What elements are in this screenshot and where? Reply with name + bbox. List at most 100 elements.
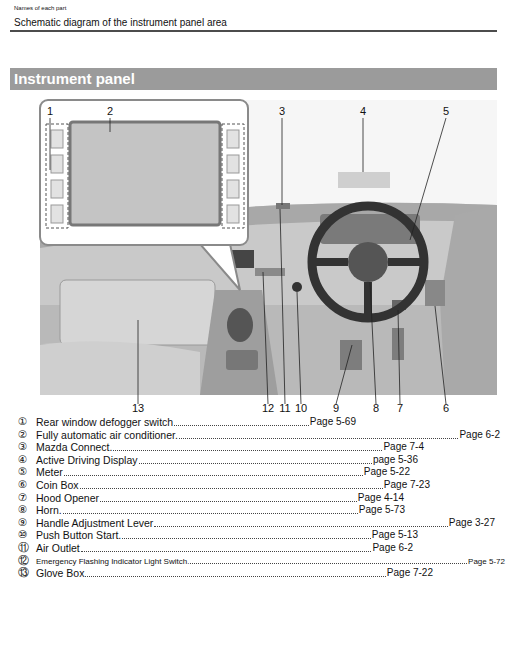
- item-name: Emergency Flashing Indicator Light Switc…: [36, 557, 189, 566]
- dot-leader: [85, 576, 385, 577]
- push-button-start: [292, 282, 302, 292]
- inset-pointer: [200, 244, 240, 290]
- panel-button: [51, 130, 63, 148]
- callout-number: 11: [279, 402, 290, 415]
- callout-number: 2: [107, 105, 113, 118]
- panel-button: [227, 130, 239, 148]
- page-reference: Page 3-27: [449, 517, 495, 529]
- item-number: ⑩: [18, 528, 27, 540]
- callout-number: 4: [360, 105, 366, 118]
- page-reference: Page 5-13: [372, 529, 418, 541]
- dot-leader: [80, 488, 383, 489]
- button-column: [222, 124, 244, 228]
- item-name: Glove Box: [36, 567, 84, 579]
- leader-line: [398, 310, 400, 404]
- button-column: [46, 124, 68, 228]
- item-number: ⑬: [18, 566, 29, 578]
- item-name: Push Button Start.: [36, 529, 121, 541]
- callout-number: 6: [443, 402, 449, 415]
- section-band: Instrument panel: [10, 68, 497, 90]
- item-name: Air Outlet: [36, 542, 80, 554]
- running-header: Names of each part: [14, 5, 66, 12]
- item-number: ⑪: [18, 541, 29, 553]
- interior-background: [40, 100, 497, 395]
- panel-button: [51, 180, 63, 198]
- item-number: ⑧: [18, 503, 27, 515]
- page-heading: Schematic diagram of the instrument pane…: [14, 17, 227, 29]
- callout-number: 3: [279, 105, 285, 118]
- accelerator-pedal: [392, 328, 404, 360]
- steering-spoke: [388, 258, 424, 266]
- glove-box: [60, 280, 215, 345]
- callout-number: 5: [443, 105, 449, 118]
- item-name: Active Driving Display: [36, 454, 138, 466]
- air-outlet: [255, 268, 285, 276]
- callout-number: 1: [47, 105, 53, 118]
- leader-lines: [50, 118, 446, 404]
- leader-line: [370, 282, 376, 404]
- dot-leader: [174, 425, 309, 426]
- leader-line: [410, 118, 446, 240]
- dot-leader: [179, 438, 459, 439]
- item-number: ⑦: [18, 491, 27, 503]
- dot-leader: [139, 463, 372, 464]
- leader-line: [297, 292, 301, 404]
- dot-leader: [113, 450, 382, 451]
- page-reference: Page 7-4: [383, 441, 424, 453]
- item-number: ⑨: [18, 516, 27, 528]
- item-name: Meter: [36, 466, 63, 478]
- inset-frame: [40, 100, 248, 245]
- page-reference: page 5-36: [373, 454, 418, 466]
- page-reference: Page 5-72: [468, 557, 505, 566]
- section-title: Instrument panel: [10, 68, 497, 90]
- item-number: ①: [18, 415, 27, 427]
- active-driving-display: [338, 172, 390, 188]
- console-controls: [226, 350, 258, 370]
- page-reference: Page 5-69: [310, 416, 356, 428]
- dot-leader: [100, 501, 357, 502]
- callout-number: 8: [373, 402, 379, 415]
- item-number: ③: [18, 440, 27, 452]
- item-name: Mazda Connect.: [36, 441, 112, 453]
- leader-line: [110, 118, 111, 132]
- item-name: Fully automatic air conditioner.: [36, 429, 178, 441]
- dot-leader: [122, 538, 371, 539]
- item-number: ④: [18, 453, 27, 465]
- item-name: Handle Adjustment Lever: [36, 517, 153, 529]
- panel-button: [51, 205, 63, 223]
- leader-line: [435, 306, 446, 404]
- page-reference: Page 7-23: [384, 479, 430, 491]
- brake-pedal: [340, 340, 362, 370]
- dot-leader: [190, 563, 467, 564]
- panel-button: [51, 155, 63, 173]
- callout-number: 7: [397, 402, 403, 415]
- page-reference: Page 7-22: [387, 567, 433, 579]
- leader-line: [336, 345, 352, 404]
- callout-number: 12: [262, 402, 274, 415]
- dot-leader: [63, 513, 358, 514]
- page-reference: Page 5-22: [364, 466, 410, 478]
- item-number: ⑤: [18, 465, 27, 477]
- dot-leader: [64, 475, 363, 476]
- callout-number: 9: [333, 402, 339, 415]
- leader-line: [138, 320, 139, 404]
- leader-line: [363, 118, 364, 172]
- page-reference: Page 4-14: [358, 492, 404, 504]
- center-console: [200, 290, 278, 395]
- gear-shift: [227, 308, 253, 342]
- item-name: Hood Opener: [36, 492, 99, 504]
- dot-leader: [81, 551, 372, 552]
- item-number: ⑥: [18, 478, 27, 490]
- steering-wheel: [312, 206, 424, 318]
- item-name: Horn.: [36, 504, 62, 516]
- touch-screen: [70, 122, 220, 225]
- page-reference: Page 6-2: [459, 429, 500, 441]
- page-reference: Page 5-73: [359, 504, 405, 516]
- panel-button: [227, 180, 239, 198]
- passenger-seat: [40, 341, 200, 395]
- leader-line: [50, 118, 51, 170]
- dot-leader: [154, 526, 448, 527]
- item-number: ⑫: [18, 554, 29, 566]
- steering-spoke: [312, 258, 348, 266]
